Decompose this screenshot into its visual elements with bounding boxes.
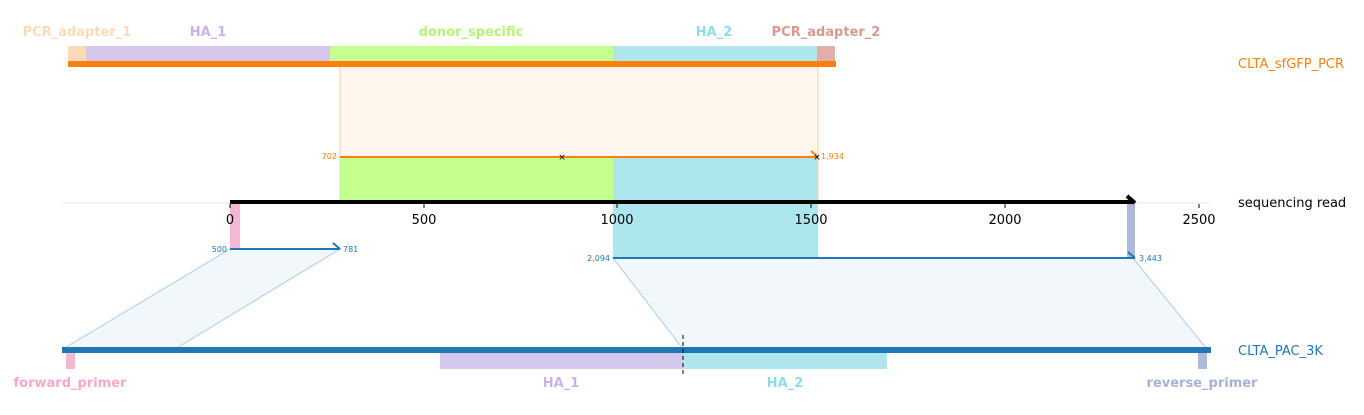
left-alignment-shade: [61, 248, 342, 350]
top-feature-pcr-adapter-1: [68, 46, 86, 61]
bottom-feature-forward-primer: [66, 353, 75, 369]
top-feature-label-pcr-adapter-2: PCR_adapter_2: [772, 25, 881, 40]
top-alignment-start-label: 702: [322, 152, 337, 161]
read-donor-specific-block: [340, 157, 613, 202]
top-feature-label-pcr-adapter-1: PCR_adapter_1: [23, 25, 132, 40]
axis-tick-label-500: 500: [412, 213, 437, 228]
axis-tick-label-2500: 2500: [1182, 213, 1215, 228]
right-alignment-shade: [611, 257, 1209, 350]
top-alignment-end-marker: ×: [813, 153, 821, 163]
bottom-feature-label-ha-1: HA_1: [543, 376, 580, 391]
sequencing-read-arrowhead: [1125, 194, 1137, 205]
top-feature-donor-specific: [330, 46, 613, 61]
top-alignment-arrowhead: [810, 150, 819, 158]
read-ha-2-block: [613, 157, 818, 258]
bottom-feature-ha-2: [683, 353, 887, 369]
bottom-feature-label-forward-primer: forward_primer: [14, 376, 128, 391]
top-feature-label-ha-2: HA_2: [696, 25, 733, 40]
right-alignment-arrowhead: [1127, 251, 1136, 259]
bottom-feature-reverse-primer: [1198, 353, 1207, 369]
left-alignment-start-label: 500: [212, 245, 227, 254]
top-feature-label-ha-1: HA_1: [190, 25, 227, 40]
top-target-name: CLTA_sfGFP_PCR: [1238, 57, 1344, 72]
bottom-feature-label-reverse-primer: reverse_primer: [1147, 376, 1259, 391]
top-alignment-mismatch-marker: ×: [558, 153, 566, 163]
left-alignment-end-label: 781: [343, 245, 358, 254]
top-feature-label-donor-specific: donor_specific: [419, 25, 524, 40]
top-feature-ha-2: [613, 46, 817, 61]
top-target-bar: [68, 61, 836, 67]
axis-tick-label-1500: 1500: [794, 213, 827, 228]
bottom-feature-ha-1: [440, 353, 683, 369]
top-alignment-end-label: 1,934: [821, 152, 844, 161]
sequencing-read-name: sequencing read: [1238, 196, 1346, 211]
axis-tick-label-0: 0: [226, 213, 234, 228]
top-feature-ha-1: [86, 46, 330, 61]
bottom-feature-label-ha-2: HA_2: [767, 376, 804, 391]
bottom-target-bar: [62, 347, 1211, 353]
left-alignment-arrowhead: [332, 242, 341, 250]
axis-tick-label-1000: 1000: [600, 213, 633, 228]
right-alignment-start-label: 2,094: [587, 254, 610, 263]
read-forward-primer-block: [230, 204, 240, 249]
top-feature-pcr-adapter-2: [817, 46, 835, 61]
axis-tick-label-2000: 2000: [988, 213, 1021, 228]
read-reverse-primer-block: [1127, 204, 1135, 258]
bottom-target-name: CLTA_PAC_3K: [1238, 344, 1323, 359]
right-alignment-end-label: 3,443: [1139, 254, 1162, 263]
